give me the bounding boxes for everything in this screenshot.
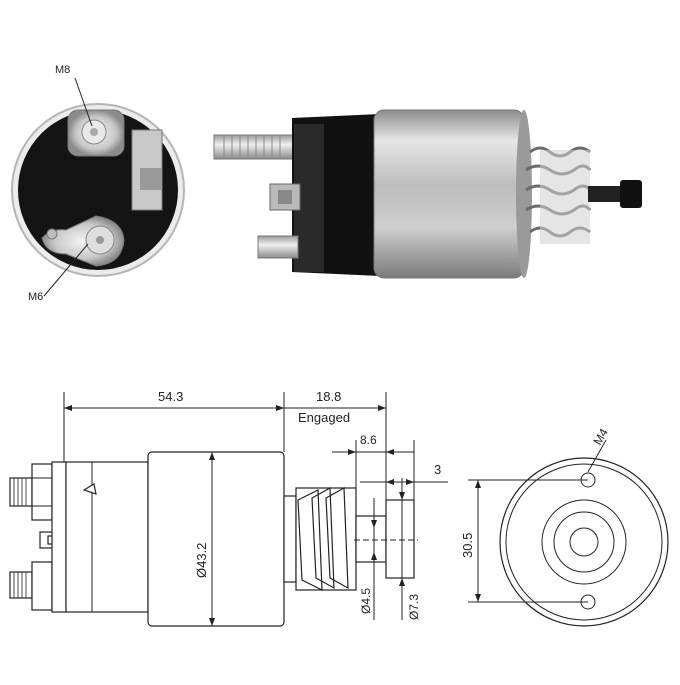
dim-tip: 8.6 — [332, 433, 415, 516]
drawing-upper-stud — [9, 463, 53, 521]
dim-stroke-label: 18.8 — [316, 389, 341, 404]
drawing-cap-detail — [82, 483, 97, 495]
mount-thread-leader — [587, 439, 607, 473]
side-view-drawing: 54.3 18.8 Engaged 8.6 3 — [9, 389, 448, 627]
dim-body-dia: Ø43.2 — [194, 452, 215, 626]
end-view-outer — [499, 457, 669, 627]
spade-terminal — [131, 129, 163, 211]
drawing-body — [147, 451, 285, 627]
m8-leader — [74, 77, 93, 127]
dim-tip-dia: Ø7.3 — [399, 478, 421, 620]
drawing-plunger — [355, 515, 387, 563]
end-view-drawing: M4 30.5 — [460, 426, 669, 627]
dim-engaged-label: Engaged — [298, 410, 350, 425]
photo-plunger-tip — [620, 180, 642, 208]
m6-leader — [43, 243, 89, 297]
end-view-hub — [569, 527, 599, 557]
side-view-photo — [213, 109, 642, 279]
drawing-plunger-tip — [385, 499, 415, 579]
end-view-rim — [505, 463, 663, 621]
end-view-ring-1 — [541, 499, 627, 585]
dim-tip-end: 3 — [360, 462, 448, 485]
m6-terminal — [41, 215, 125, 267]
end-view-photo: M8 M6 — [11, 64, 185, 303]
photo-spade-hole — [278, 190, 292, 204]
dim-shaft-dia: Ø4.5 — [359, 498, 377, 620]
dim-length-label: 54.3 — [158, 389, 183, 404]
dim-length: 54.3 — [63, 389, 285, 462]
drawing-lower-stud — [9, 561, 53, 611]
end-view-ring-2 — [553, 511, 615, 573]
dim-shaft-dia-label: Ø4.5 — [359, 588, 373, 614]
photo-body-end — [516, 110, 532, 278]
dim-tip-end-label: 3 — [434, 462, 441, 477]
dim-body-dia-label: Ø43.2 — [194, 543, 209, 578]
dim-stroke: 18.8 Engaged — [284, 389, 387, 500]
dim-tip-label: 8.6 — [360, 433, 377, 447]
photo-lower-stud — [257, 235, 299, 259]
m6-label: M6 — [28, 291, 43, 303]
photo-metal-body — [373, 109, 525, 279]
mount-thread-label: M4 — [590, 426, 611, 448]
dim-mount-label: 30.5 — [460, 533, 475, 558]
photo-plunger-rod — [588, 186, 624, 202]
drawing-cap-flange — [51, 461, 67, 613]
m8-terminal — [67, 109, 125, 157]
photo-threaded-stud — [213, 134, 295, 160]
photo-plunger — [540, 150, 590, 244]
dim-tip-dia-label: Ø7.3 — [407, 594, 421, 620]
drawing-cap — [65, 461, 149, 613]
drawing-spring — [283, 487, 357, 591]
m8-label: M8 — [55, 64, 70, 76]
